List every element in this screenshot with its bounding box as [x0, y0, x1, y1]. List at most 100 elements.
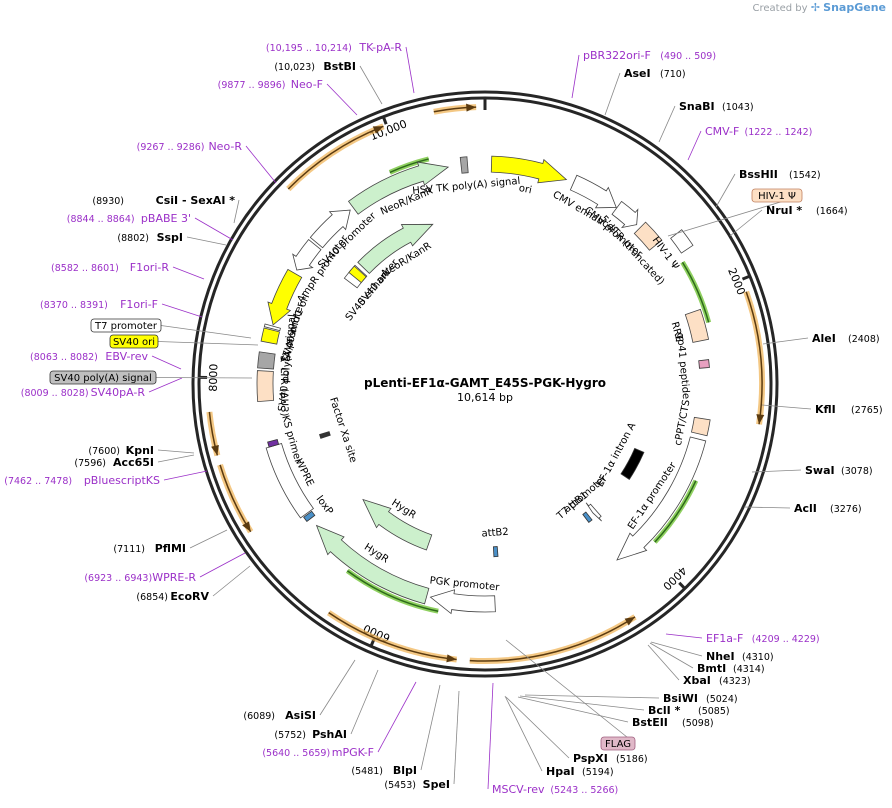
- site-pbr322ori-f[interactable]: pBR322ori-F(490 .. 509): [583, 49, 716, 62]
- feature-sv40-ori: [260, 327, 280, 345]
- feature-sv40-poly-a-signal: [257, 351, 276, 370]
- site-coords: (9267 .. 9286): [137, 142, 205, 153]
- site-neo-r[interactable]: Neo-R(9267 .. 9286): [137, 140, 243, 153]
- site-sspi[interactable]: SspI(8802): [117, 231, 183, 244]
- boxed-label-bg: [109, 334, 159, 349]
- boxed-sv40-ori[interactable]: SV40 ori: [109, 334, 159, 349]
- site-bsteii[interactable]: BstEII(5098): [632, 716, 714, 729]
- site-name: BstBI: [323, 60, 356, 73]
- feature-ori-label: ori: [518, 183, 533, 196]
- leader-line: [505, 696, 570, 759]
- site-ebv-rev[interactable]: EBV-rev(8063 .. 8082): [30, 350, 148, 363]
- leader-line: [157, 449, 195, 454]
- site-pflmi[interactable]: PflMI(7111): [113, 542, 186, 555]
- site-coords: (4323): [719, 676, 751, 687]
- primer-arrowhead: [372, 126, 384, 134]
- site-bsshii[interactable]: BssHII(1542): [739, 168, 821, 181]
- site-name: KpnI: [126, 444, 154, 457]
- site-asisi[interactable]: AsiSI (6089): [243, 709, 316, 722]
- leader-line: [326, 83, 358, 116]
- boxed-label-text: FLAG: [605, 739, 631, 750]
- site-coords: (8582 .. 8601): [51, 263, 119, 274]
- site-tk-pa-r[interactable]: TK-pA-R(10,195 .. 10,214): [266, 41, 402, 54]
- site-pbluescriptks[interactable]: pBluescriptKS(7462 .. 7478): [4, 474, 160, 487]
- feature-hygr: [315, 524, 430, 605]
- feature-loxp: [303, 510, 316, 523]
- site-sv40pa-r[interactable]: SV40pA-R(8009 .. 8028): [21, 386, 146, 399]
- site-pspxi[interactable]: PspXI(5186): [573, 752, 648, 765]
- site-blpi[interactable]: BlpI(5481): [351, 764, 417, 777]
- leader-line: [163, 470, 208, 481]
- site-name: pBABE 3': [141, 212, 191, 225]
- leader-line: [157, 454, 195, 463]
- site-coords: (4314): [733, 664, 765, 675]
- site-ef1a-f[interactable]: EF1a-F(4209 .. 4229): [706, 632, 820, 645]
- site-name: SspI: [157, 231, 183, 244]
- site-acli[interactable]: AclI(3276): [794, 502, 862, 515]
- site-hpai[interactable]: HpaI(5194): [546, 765, 614, 778]
- site-mpgk-f[interactable]: mPGK-F(5640 .. 5659): [262, 746, 374, 759]
- site-coords: (7111): [113, 544, 145, 555]
- site-asei[interactable]: AseI(710): [624, 67, 686, 80]
- plasmid-center-label: pLenti-EF1α-GAMT_E45S-PGK-Hygro 10,614 b…: [364, 376, 606, 404]
- site-coords: (6089): [243, 711, 275, 722]
- site-f1ori-f[interactable]: F1ori-F(8370 .. 8391): [40, 298, 158, 311]
- boxed-sv40-poly-a-signal[interactable]: SV40 poly(A) signal: [49, 370, 157, 385]
- feature-attb1: [582, 511, 593, 523]
- site-name: HpaI: [546, 765, 575, 778]
- leader-line: [571, 54, 580, 99]
- feature-hiv-1: [670, 229, 694, 254]
- site-neo-f[interactable]: Neo-F(9877 .. 9896): [218, 78, 323, 91]
- site-xbai[interactable]: XbaI(4323): [683, 674, 751, 687]
- site-acc65i[interactable]: Acc65I(7596): [74, 456, 154, 469]
- site-spei[interactable]: SpeI(5453): [384, 778, 450, 791]
- site-coords: (1542): [789, 170, 821, 181]
- leader-line: [649, 642, 694, 669]
- site-snabi[interactable]: SnaBI(1043): [679, 100, 754, 113]
- leader-line: [157, 341, 259, 346]
- site-nhei[interactable]: NheI(4310): [706, 650, 774, 663]
- site-coords: (10,023): [274, 62, 315, 73]
- leader-line: [604, 72, 621, 116]
- site-wpre-r[interactable]: WPRE-R(6923 .. 6943): [84, 571, 196, 584]
- site-kfli[interactable]: KflI(2765): [815, 403, 883, 416]
- site-csii-sexai-[interactable]: CsiI - SexAI *(8930): [92, 194, 235, 207]
- primer-arrowhead: [242, 521, 251, 532]
- boxed-flag[interactable]: FLAG: [600, 736, 636, 751]
- site-swai[interactable]: SwaI(3078): [805, 464, 873, 477]
- leader-line: [658, 105, 676, 143]
- plasmid-length: 10,614 bp: [457, 391, 513, 404]
- boxed-label-bg: [49, 370, 157, 385]
- site-nrui-[interactable]: NruI *(1664): [766, 204, 848, 217]
- leader-line: [487, 682, 494, 790]
- feature-pgk-promoter-label: PGK promoter: [429, 575, 501, 593]
- feature-rre: [684, 308, 710, 343]
- site-cmv-f[interactable]: CMV-F(1222 .. 1242): [705, 125, 812, 138]
- site-coords: (5098): [682, 718, 714, 729]
- leader-line: [751, 469, 802, 473]
- feature-loxp-label: loxP: [314, 494, 335, 517]
- site-bcli-[interactable]: BclI *(5085): [648, 704, 730, 717]
- feature-cppt-cts: [690, 416, 711, 437]
- primer-arc-highlight: [743, 290, 765, 425]
- site-ecorv[interactable]: EcoRV(6854): [136, 590, 209, 603]
- site-alei[interactable]: AleI(2408): [812, 332, 880, 345]
- boxed-hiv-1-[interactable]: HIV-1 Ψ: [751, 188, 803, 203]
- site-pshai[interactable]: PshAI(5752): [274, 728, 347, 741]
- site-mscv-rev[interactable]: MSCV-rev (5243 .. 5266): [492, 783, 618, 796]
- site-coords: (5243 .. 5266): [550, 785, 618, 796]
- site-name: AsiSI: [285, 709, 316, 722]
- site-name: PshAI: [312, 728, 347, 741]
- site-f1ori-r[interactable]: F1ori-R(8582 .. 8601): [51, 261, 169, 274]
- site-name: MSCV-rev: [492, 783, 545, 796]
- site-bstbi[interactable]: BstBI (10,023): [274, 60, 356, 73]
- brand-prefix: Created by: [752, 3, 808, 14]
- boxed-t7-promoter[interactable]: T7 promoter: [90, 318, 162, 333]
- site-pbabe-3-[interactable]: pBABE 3'(8844 .. 8864): [67, 212, 191, 225]
- site-coords: (10,195 .. 10,214): [266, 43, 352, 54]
- site-bsiwi[interactable]: BsiWI(5024): [663, 692, 738, 705]
- site-name: NheI: [706, 650, 735, 663]
- site-kpni[interactable]: KpnI(7600): [88, 444, 154, 457]
- site-bmti[interactable]: BmtI(4314): [697, 662, 765, 675]
